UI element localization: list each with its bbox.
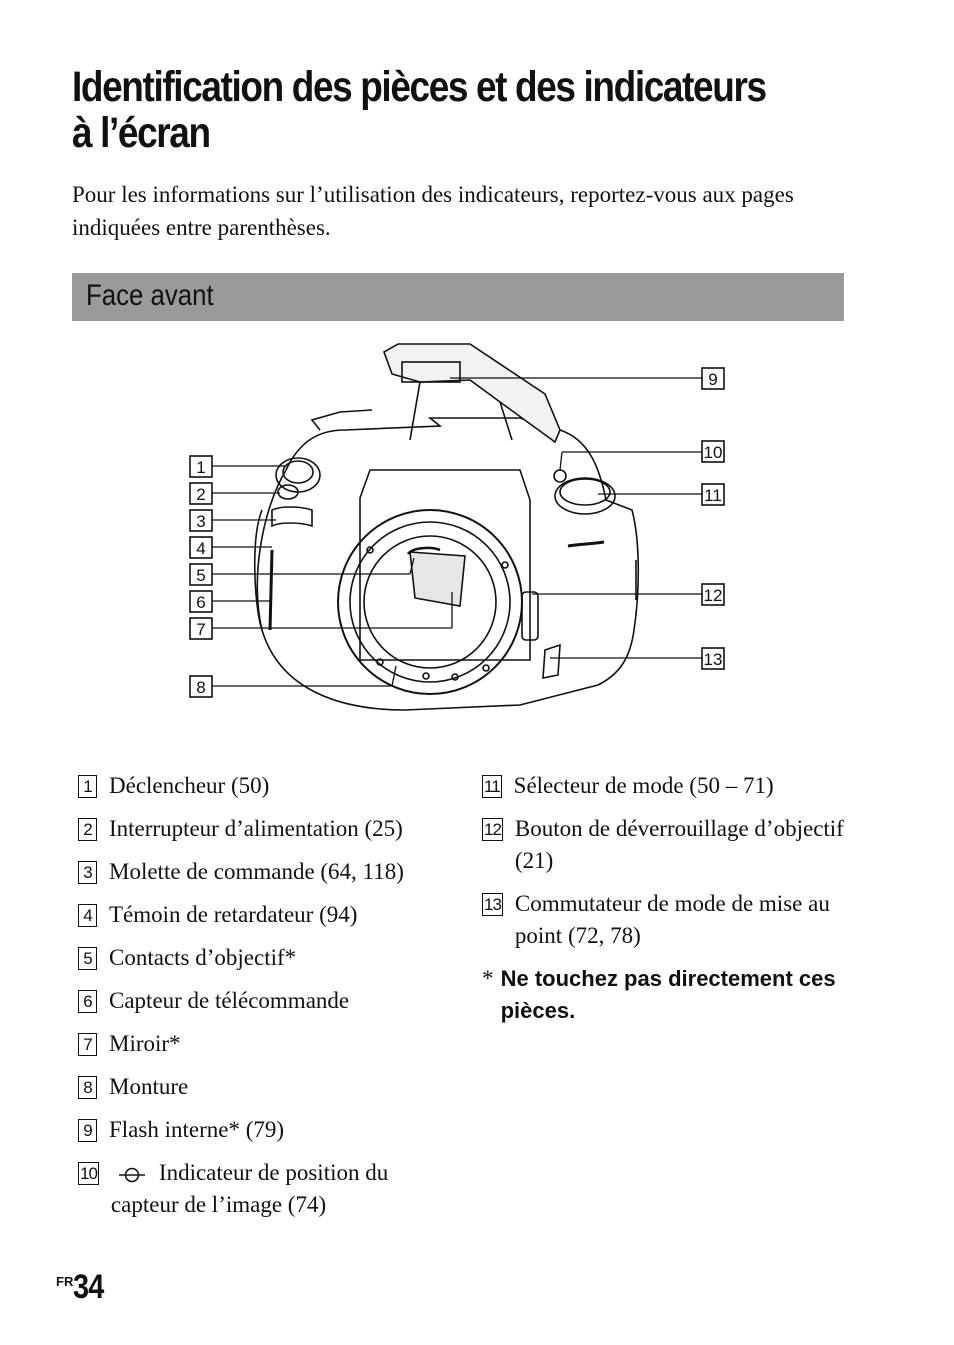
callout-8: 8	[190, 676, 212, 697]
callout-4: 4	[190, 537, 212, 558]
item-text: Flash interne* (79)	[109, 1114, 458, 1146]
legend-item: 12 Bouton de déverrouillage d’objectif (2…	[482, 813, 852, 877]
item-text: Déclencheur (50)	[109, 770, 458, 802]
legend-item: 10 Indicateur de position du capteur de l…	[78, 1157, 458, 1221]
item-number: 6	[78, 990, 97, 1013]
legend-item: 6 Capteur de télécommande	[78, 985, 458, 1017]
callout-11: 11	[702, 484, 724, 505]
page-title: Identification des pièces et des indicat…	[72, 64, 777, 156]
legend-item: 5 Contacts d’objectif*	[78, 942, 458, 974]
item-text: Capteur de télécommande	[109, 985, 458, 1017]
svg-text:9: 9	[708, 370, 717, 389]
svg-text:11: 11	[704, 486, 722, 505]
warning-note: *Ne touchez pas directement ces pièces.	[482, 963, 852, 1027]
svg-text:3: 3	[196, 512, 205, 531]
callout-12: 12	[702, 584, 724, 605]
svg-text:7: 7	[196, 620, 205, 639]
callout-2: 2	[190, 483, 212, 504]
legend-item: 11 Sélecteur de mode (50 – 71)	[482, 770, 852, 802]
item-text: Miroir*	[109, 1028, 458, 1060]
item-text: Interrupteur d’alimentation (25)	[109, 813, 458, 845]
page-number-value: 34	[73, 1268, 103, 1307]
item-text: Sélecteur de mode (50 – 71)	[514, 770, 852, 802]
svg-text:6: 6	[196, 593, 205, 612]
callout-9: 9	[702, 368, 724, 389]
legend-item: 4 Témoin de retardateur (94)	[78, 899, 458, 931]
item-number: 3	[78, 861, 97, 884]
svg-text:8: 8	[196, 678, 205, 697]
item-text-wrapper: Indicateur de position du capteur de l’i…	[111, 1157, 458, 1221]
legend-item: 13 Commutateur de mode de mise au point (…	[482, 888, 852, 952]
svg-text:1: 1	[196, 458, 205, 477]
item-number: 13	[482, 893, 503, 916]
svg-text:12: 12	[704, 586, 723, 605]
section-header-band: Face avant	[72, 273, 844, 321]
callout-7: 7	[190, 618, 212, 639]
callout-leader-lines	[212, 378, 702, 686]
item-number: 10	[78, 1162, 99, 1185]
legend-left-column: 1 Déclencheur (50) 2 Interrupteur d’alimen…	[78, 770, 458, 1232]
item-text: Indicateur de position du capteur de l’i…	[111, 1160, 388, 1217]
callout-13: 13	[702, 648, 724, 669]
callout-6: 6	[190, 591, 212, 612]
item-number: 11	[482, 775, 502, 798]
item-text: Molette de commande (64, 118)	[109, 856, 458, 888]
intro-paragraph: Pour les informations sur l’utilisation …	[72, 178, 862, 244]
item-number: 12	[482, 818, 503, 841]
callout-1: 1	[190, 456, 212, 477]
camera-illustration	[255, 344, 639, 710]
image-sensor-position-icon	[117, 1165, 147, 1185]
page-prefix: FR	[56, 1274, 73, 1289]
svg-text:4: 4	[196, 539, 205, 558]
note-asterisk: *	[482, 963, 501, 1027]
item-text: Commutateur de mode de mise au point (72…	[515, 888, 852, 952]
callout-5: 5	[190, 564, 212, 585]
legend-item: 2 Interrupteur d’alimentation (25)	[78, 813, 458, 845]
item-number: 4	[78, 904, 97, 927]
item-text: Bouton de déverrouillage d’objectif (21)	[515, 813, 852, 877]
item-text: Monture	[109, 1071, 458, 1103]
note-text: Ne touchez pas directement ces pièces.	[501, 963, 852, 1027]
legend-right-column: 11 Sélecteur de mode (50 – 71) 12 Bouton d…	[482, 770, 852, 1027]
item-number: 2	[78, 818, 97, 841]
svg-text:2: 2	[196, 485, 205, 504]
svg-text:13: 13	[704, 650, 723, 669]
callout-10: 10	[702, 441, 724, 462]
item-text: Témoin de retardateur (94)	[109, 899, 458, 931]
page-number: FR34	[56, 1268, 109, 1307]
camera-front-figure: 1 2 3 4 5 6 7 8 9 10 11 12 13	[0, 330, 954, 740]
item-number: 9	[78, 1119, 97, 1142]
legend-item: 7 Miroir*	[78, 1028, 458, 1060]
legend-item: 8 Monture	[78, 1071, 458, 1103]
legend-item: 1 Déclencheur (50)	[78, 770, 458, 802]
callout-3: 3	[190, 510, 212, 531]
section-heading: Face avant	[86, 279, 214, 313]
item-number: 5	[78, 947, 97, 970]
item-number: 8	[78, 1076, 97, 1099]
item-number: 1	[78, 775, 97, 798]
item-number: 7	[78, 1033, 97, 1056]
legend-item: 9 Flash interne* (79)	[78, 1114, 458, 1146]
svg-text:5: 5	[196, 566, 205, 585]
svg-text:10: 10	[704, 443, 723, 462]
legend-item: 3 Molette de commande (64, 118)	[78, 856, 458, 888]
item-text: Contacts d’objectif*	[109, 942, 458, 974]
